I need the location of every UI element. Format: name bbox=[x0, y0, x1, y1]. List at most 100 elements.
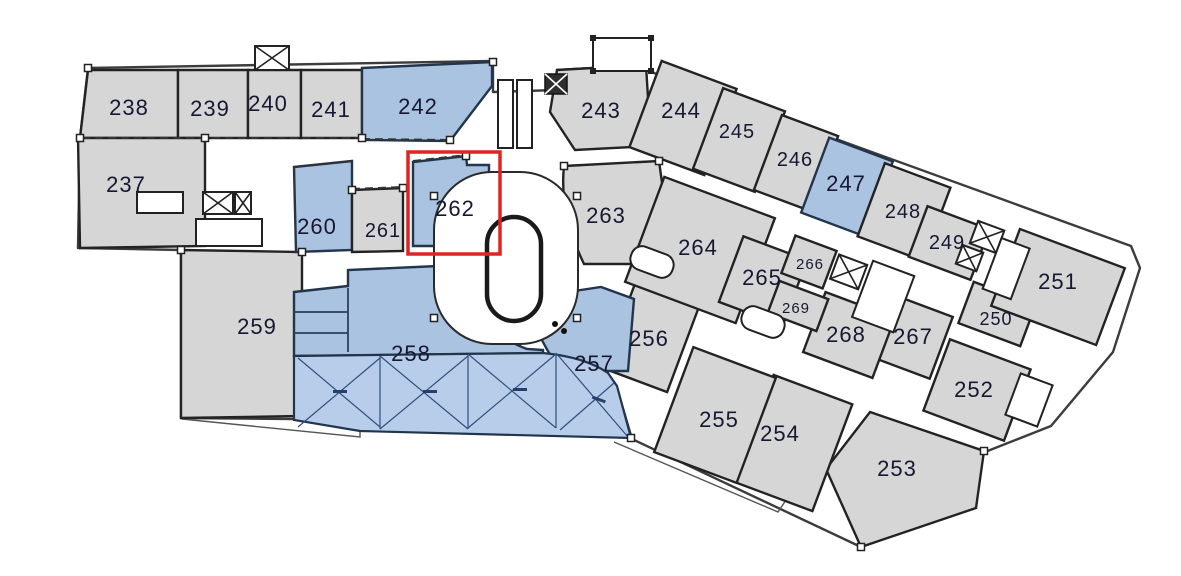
terrace-brace-line bbox=[467, 353, 557, 429]
room-label-244: 244 bbox=[661, 98, 701, 123]
terrace-divider-line bbox=[379, 354, 557, 429]
room-label-252: 252 bbox=[954, 377, 994, 402]
stair-post bbox=[590, 68, 596, 74]
terrace-spec-mark bbox=[513, 388, 527, 391]
right-core bbox=[954, 219, 1031, 301]
room-label-240: 240 bbox=[248, 91, 288, 116]
column-post bbox=[979, 446, 989, 456]
room-label-257: 257 bbox=[574, 351, 614, 376]
room-label-248: 248 bbox=[885, 201, 921, 223]
shaft-grid bbox=[136, 191, 184, 214]
room-label-243: 243 bbox=[581, 98, 621, 123]
elevator-x-icon bbox=[202, 191, 234, 215]
room-label-258: 258 bbox=[391, 341, 431, 366]
elevator-x-icon bbox=[969, 220, 1005, 254]
duct-shaft-240 bbox=[254, 45, 290, 71]
highlight-box-262[interactable] bbox=[406, 150, 502, 256]
shaft-243 bbox=[544, 73, 568, 95]
escalator-icon bbox=[516, 79, 533, 149]
room-label-237: 237 bbox=[106, 172, 146, 197]
terrace-spec-mark bbox=[591, 395, 606, 404]
room-label-263: 263 bbox=[586, 203, 626, 228]
room-labels: 238 239 240 241 242 243 237 259 260 261 … bbox=[106, 91, 1078, 481]
room-label-254: 254 bbox=[760, 421, 800, 446]
column-post bbox=[347, 185, 357, 195]
bottom-right-stair bbox=[1004, 372, 1054, 428]
mid-core bbox=[828, 253, 916, 334]
stairs-icon bbox=[850, 259, 916, 334]
column-post bbox=[572, 313, 582, 323]
room-label-253: 253 bbox=[877, 456, 917, 481]
shaft-x-icon bbox=[254, 45, 290, 71]
left-core bbox=[136, 191, 263, 247]
column-post bbox=[176, 245, 186, 255]
room-242[interactable] bbox=[360, 60, 494, 143]
column-post bbox=[488, 57, 498, 67]
room-label-265: 265 bbox=[742, 265, 782, 290]
room-label-264: 264 bbox=[678, 235, 718, 260]
dashed-wall bbox=[361, 138, 451, 141]
room-269[interactable] bbox=[766, 279, 830, 333]
terrace-spec-mark bbox=[333, 390, 347, 393]
room-label-267: 267 bbox=[893, 324, 933, 349]
atrium-void-outline bbox=[484, 214, 544, 324]
column-post bbox=[75, 133, 85, 143]
room-label-246: 246 bbox=[777, 149, 813, 171]
escalators bbox=[497, 79, 533, 149]
room-label-238: 238 bbox=[109, 95, 149, 120]
room-label-245: 245 bbox=[719, 121, 755, 143]
room-label-269: 269 bbox=[782, 300, 810, 317]
dashed-wall bbox=[412, 154, 467, 162]
room-258-terrace[interactable] bbox=[292, 351, 633, 440]
room-label-241: 241 bbox=[311, 97, 351, 122]
room-label-250: 250 bbox=[979, 309, 1012, 329]
column-post bbox=[297, 247, 307, 257]
column-post bbox=[654, 156, 664, 166]
stair-post bbox=[648, 68, 654, 74]
dashed-wall bbox=[293, 160, 353, 168]
room-label-260: 260 bbox=[297, 214, 337, 239]
vestibule-outline bbox=[740, 305, 786, 339]
room-label-262: 262 bbox=[435, 196, 475, 221]
column-post bbox=[429, 313, 439, 323]
column-post bbox=[398, 183, 408, 193]
column-post bbox=[429, 191, 439, 201]
stairs-icon bbox=[981, 236, 1031, 301]
escalator-icon bbox=[497, 79, 514, 149]
column-post bbox=[200, 133, 210, 143]
top-exterior-stair bbox=[590, 35, 654, 74]
stair-post bbox=[648, 35, 654, 41]
terrace-spec-mark bbox=[423, 390, 437, 393]
room-label-251: 251 bbox=[1038, 269, 1078, 294]
room-253[interactable] bbox=[824, 410, 986, 549]
elevator-x-icon bbox=[829, 254, 868, 290]
room-label-247: 247 bbox=[826, 171, 866, 196]
vestibule-outline bbox=[629, 245, 675, 279]
room-label-255: 255 bbox=[699, 407, 739, 432]
stairs-icon bbox=[592, 37, 652, 72]
shaft-x-icon bbox=[544, 73, 568, 95]
central-atrium bbox=[433, 171, 579, 345]
room-255[interactable] bbox=[652, 345, 778, 485]
stairs-icon bbox=[195, 218, 263, 247]
room-label-259: 259 bbox=[237, 314, 277, 339]
column-post bbox=[83, 63, 93, 73]
room-label-266: 266 bbox=[796, 256, 824, 273]
perimeter-top-left bbox=[87, 59, 494, 70]
dashed-wall bbox=[351, 186, 404, 190]
column-post bbox=[445, 135, 455, 145]
room-label-268: 268 bbox=[826, 322, 866, 347]
stair-post bbox=[590, 35, 596, 41]
room-266[interactable] bbox=[779, 234, 839, 290]
room-258-interior bbox=[294, 288, 629, 438]
room-label-239: 239 bbox=[190, 96, 230, 121]
dashed-walls bbox=[82, 137, 467, 190]
room-label-256: 256 bbox=[629, 326, 669, 351]
terrace-brace-line bbox=[555, 352, 629, 438]
column-post bbox=[626, 433, 636, 443]
column-posts bbox=[75, 57, 989, 552]
stairs-icon bbox=[1004, 372, 1054, 428]
column-post bbox=[559, 161, 569, 171]
